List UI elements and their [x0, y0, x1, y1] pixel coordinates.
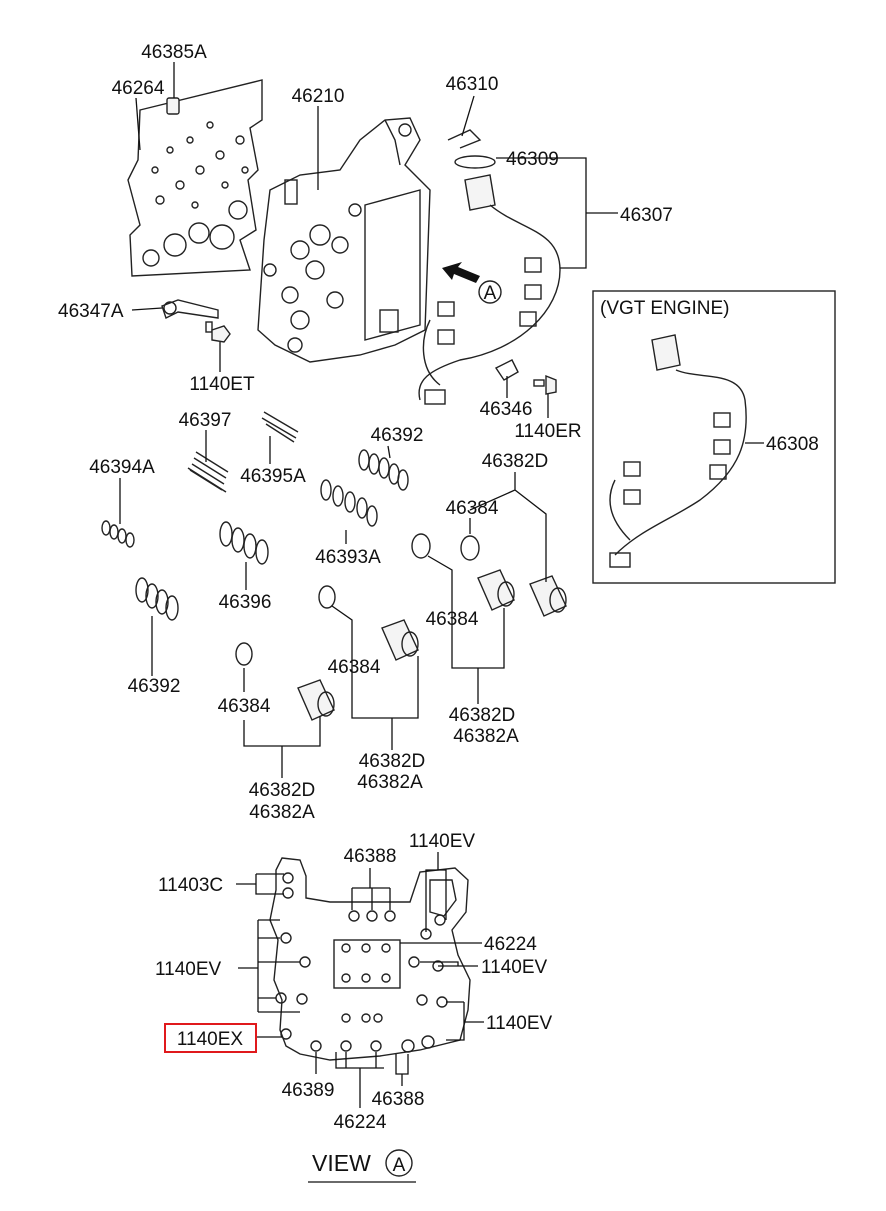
label-46397: 46397	[179, 410, 232, 431]
highlight-box-1140EX	[164, 1023, 257, 1053]
leader-lines-lower	[236, 852, 484, 1183]
label-46394A: 46394A	[89, 457, 155, 478]
leader-lines-upper	[119, 62, 764, 778]
label-46384-left: 46384	[218, 696, 271, 717]
label-46382D-top: 46382D	[482, 451, 549, 472]
label-46385A: 46385A	[141, 42, 207, 63]
label-46224-right: 46224	[484, 934, 537, 955]
label-46384-right: 46384	[426, 609, 479, 630]
clip-46346	[494, 359, 519, 381]
o-ring-3	[318, 585, 336, 609]
label-11403C: 11403C	[158, 875, 223, 896]
label-46392-upper: 46392	[371, 425, 424, 446]
label-46389: 46389	[282, 1080, 335, 1101]
label-46382A-left: 46382A	[249, 802, 315, 823]
label-46393A: 46393A	[315, 547, 381, 568]
label-46395A: 46395A	[240, 466, 306, 487]
label-46309: 46309	[506, 149, 559, 170]
solenoid-2	[529, 575, 567, 617]
label-1140EV-left: 1140EV	[155, 959, 222, 980]
label-46382D-middle: 46382D	[359, 751, 426, 772]
label-1140EX: 1140EX	[177, 1029, 244, 1050]
solenoid-4	[297, 679, 335, 721]
label-46388-top: 46388	[344, 846, 397, 867]
label-46382A-middle: 46382A	[357, 772, 423, 793]
solenoid-3	[381, 619, 419, 661]
pipe-46347A	[161, 299, 219, 319]
label-46382A-right: 46382A	[453, 726, 519, 747]
spring-46396	[219, 521, 269, 565]
filter-46385A	[166, 97, 180, 115]
label-46210: 46210	[292, 86, 345, 107]
separator-plate-gasket	[127, 79, 263, 277]
spring-46393A	[320, 479, 378, 527]
o-ring-1	[411, 533, 431, 559]
solenoid-1	[477, 569, 515, 611]
spring-46397	[187, 451, 229, 493]
label-46384-middle: 46384	[328, 657, 381, 678]
bolt-1140ER	[533, 374, 557, 395]
label-46224-bottom: 46224	[334, 1112, 387, 1133]
bolt-1140ET	[205, 321, 231, 343]
o-ring-4	[235, 642, 253, 666]
view-circle	[385, 1149, 413, 1177]
label-view: VIEW	[312, 1150, 371, 1176]
spring-46394A	[101, 520, 135, 548]
label-1140EV-top: 1140EV	[409, 831, 476, 852]
spring-46392-upper	[358, 449, 409, 491]
o-ring-2	[460, 535, 480, 561]
spring-46395A	[261, 411, 299, 443]
arrow-circle-letter: A	[484, 283, 497, 304]
label-view-circle-letter: A	[393, 1155, 406, 1176]
valve-body-assembly	[257, 117, 431, 363]
label-46310: 46310	[446, 74, 499, 95]
harness-46308	[609, 334, 747, 568]
vgt-engine-box	[592, 290, 836, 584]
label-46347A: 46347A	[58, 301, 124, 322]
label-46384-top: 46384	[446, 498, 499, 519]
label-46396: 46396	[219, 592, 272, 613]
label-46308: 46308	[766, 434, 819, 455]
label-46346: 46346	[480, 399, 533, 420]
label-1140EV-lower-right: 1140EV	[486, 1013, 553, 1034]
label-46382D-left: 46382D	[249, 780, 316, 801]
harness-46307	[418, 129, 561, 405]
label-1140ER: 1140ER	[514, 421, 581, 442]
label-vgt-engine: (VGT ENGINE)	[600, 298, 730, 319]
label-46392-lower: 46392	[128, 676, 181, 697]
label-46382D-right: 46382D	[449, 705, 516, 726]
spring-46392-lower	[135, 577, 179, 621]
label-1140EV-right: 1140EV	[481, 957, 548, 978]
label-46264: 46264	[112, 78, 165, 99]
view-a-arrow: A	[442, 262, 502, 304]
label-1140ET: 1140ET	[189, 374, 255, 395]
label-46388-bottom: 46388	[372, 1089, 425, 1110]
label-46307: 46307	[620, 205, 673, 226]
